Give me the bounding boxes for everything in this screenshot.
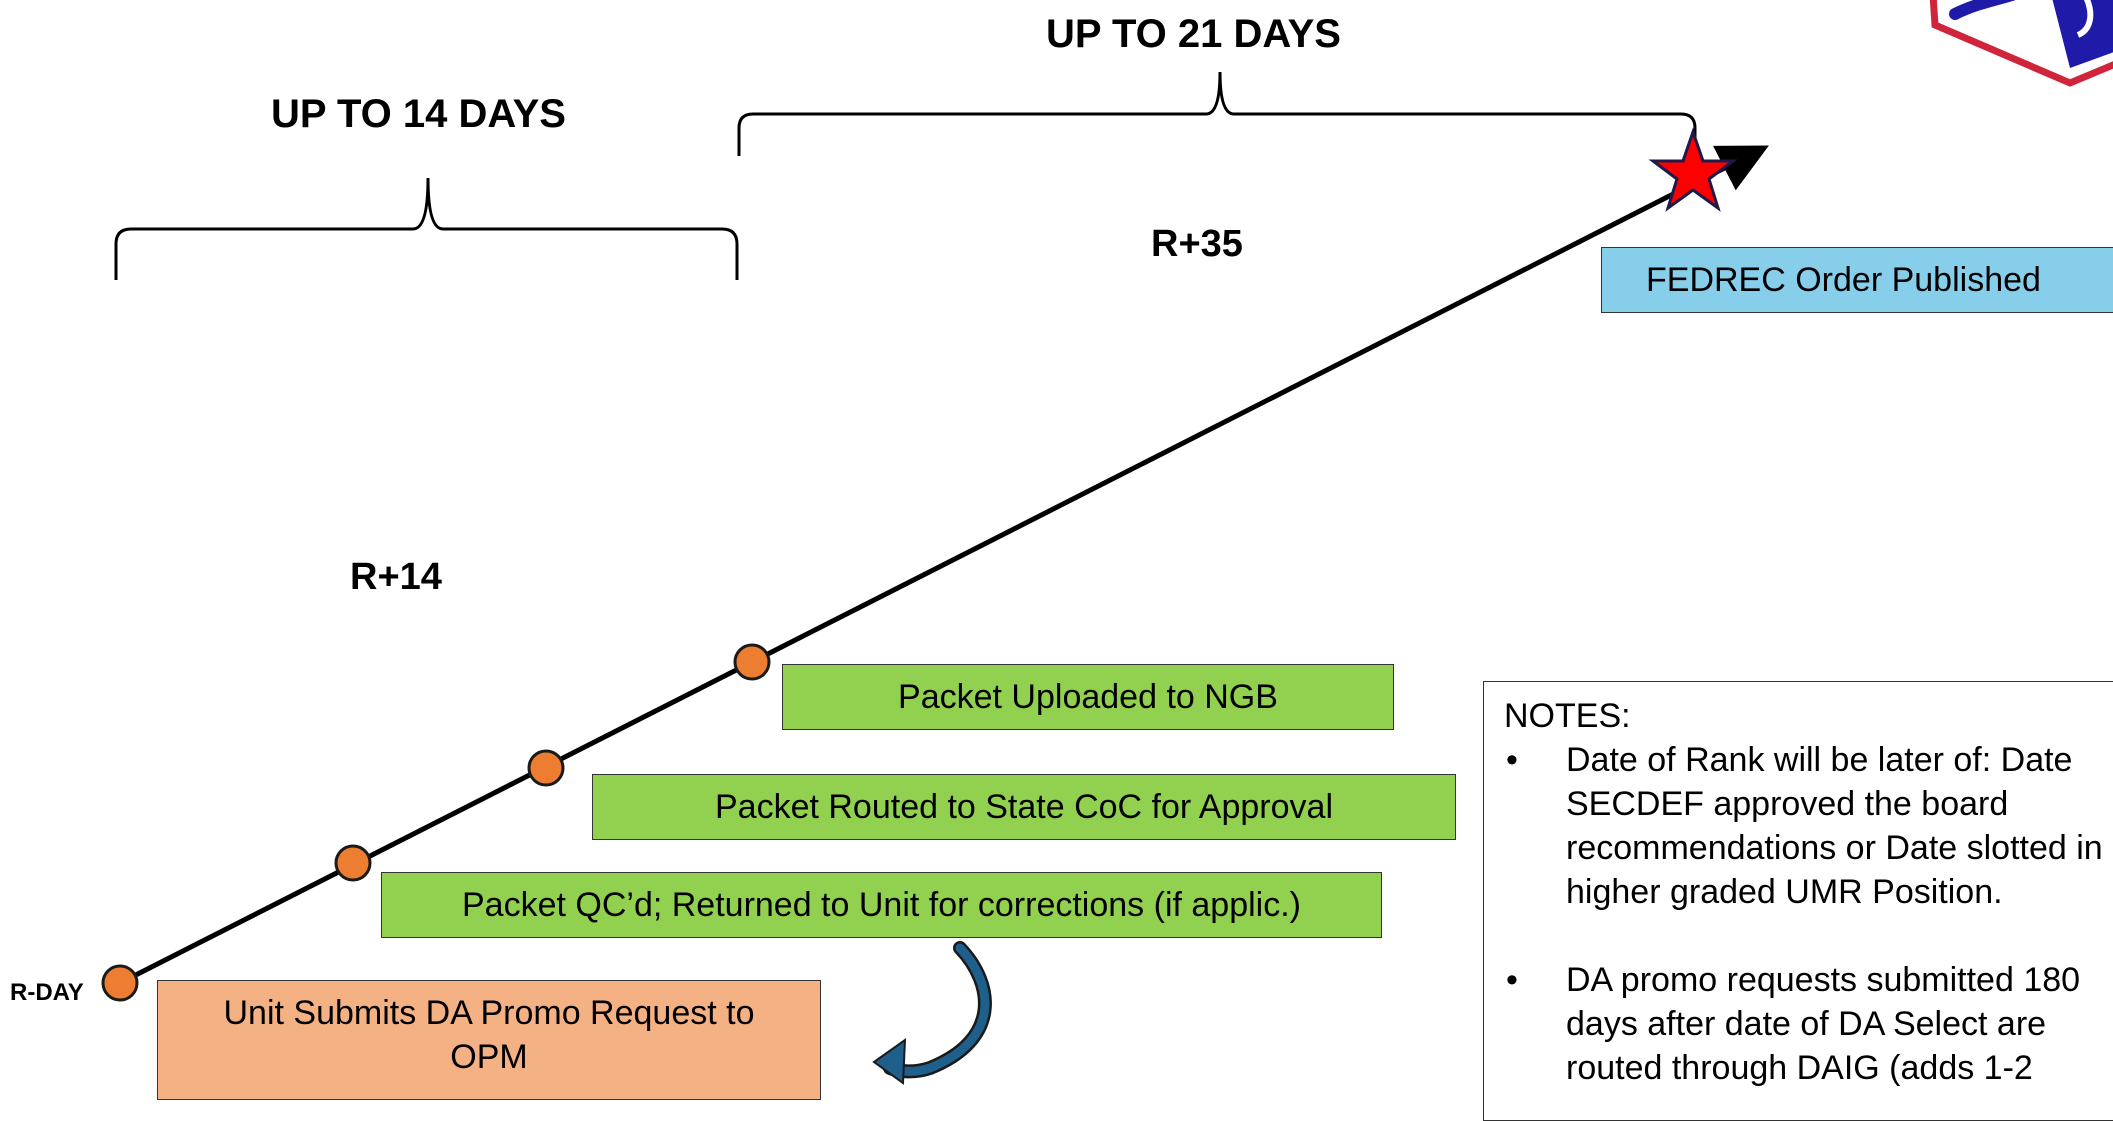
right-bracket [737,71,1697,156]
milestone-label-r14: R+14 [350,556,442,598]
step-packet-qc-label: Packet QC’d; Returned to Unit for correc… [462,885,1301,924]
left-bracket [114,177,739,280]
final-step-label: FEDREC Order Published [1646,260,2041,299]
timeline-line [118,145,1769,986]
milestone-dot-qc [334,844,372,882]
milestone-label-r35: R+35 [1151,223,1243,265]
final-step-fedrec-order-box: FEDREC Order Published [1601,247,2113,313]
step-packet-uploaded-box: Packet Uploaded to NGB [782,664,1394,730]
step-state-coc-label: Packet Routed to State CoC for Approval [714,787,1333,826]
milestone-dot-state-coc [527,749,565,787]
left-bracket-label: UP TO 14 DAYS [271,92,566,136]
return-arrow-icon [872,941,992,1085]
notes-panel: NOTES: Date of Rank will be later of: Da… [1483,681,2113,1121]
timeline-diagram [101,0,2113,1085]
step-packet-qc-box: Packet QC’d; Returned to Unit for correc… [381,872,1382,938]
notes-item-date-of-rank: Date of Rank will be later of: Date SECD… [1504,738,2113,914]
notes-list: Date of Rank will be later of: Date SECD… [1504,738,2113,1090]
unit-logo-icon [1929,0,2113,87]
step-unit-submits-box: Unit Submits DA Promo Request to OPM [157,980,821,1100]
step-packet-uploaded-label: Packet Uploaded to NGB [898,677,1278,716]
milestone-dot-upload [733,643,771,681]
right-bracket-label: UP TO 21 DAYS [1046,12,1341,56]
milestone-label-r-day: R-DAY [10,979,84,1006]
step-unit-submits-label: Unit Submits DA Promo Request to OPM [223,994,755,1077]
notes-heading: NOTES: [1504,697,1631,735]
step-state-coc-box: Packet Routed to State CoC for Approval [592,774,1456,840]
star-icon [1648,127,1738,212]
milestone-dot-r-day [101,964,139,1002]
notes-item-daig-routing: DA promo requests submitted 180 days aft… [1504,958,2113,1090]
